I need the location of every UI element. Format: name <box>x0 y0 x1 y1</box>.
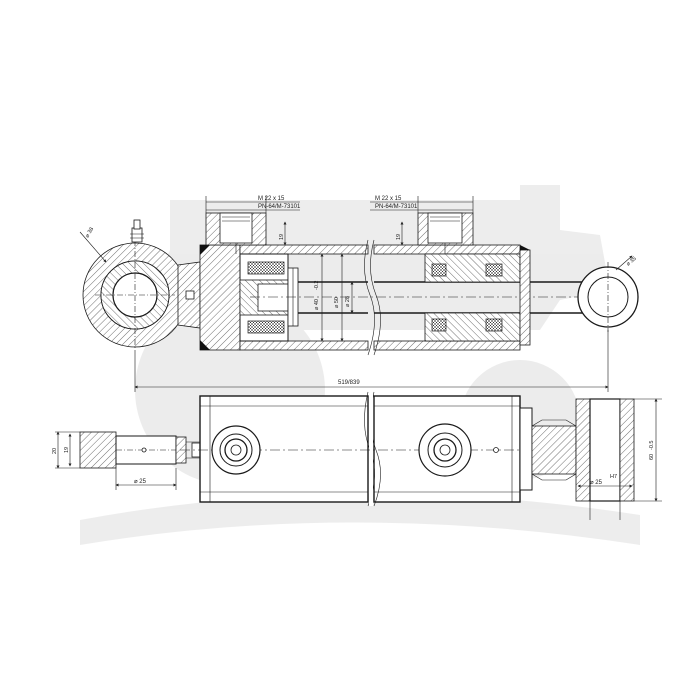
left-port-height: 19 <box>279 234 285 240</box>
cylinder-bottom-cap <box>199 244 241 351</box>
rod-gland <box>424 245 531 346</box>
right-pin-diameter: ⌀ 25 <box>590 480 603 486</box>
port-boss-right <box>417 212 474 254</box>
rod-eye-diameter: ⌀ 35 <box>625 256 637 268</box>
port-dimensions: M 22 x 15 PN-64/M-73101 19 M 22 x 15 PN-… <box>205 196 474 246</box>
right-port-standard: PN-64/M-73101 <box>375 204 418 210</box>
rod-diameter: ⌀ 28 <box>345 296 351 307</box>
port-top-left <box>211 425 261 475</box>
cylinder-barrel <box>239 239 521 356</box>
right-eye-width: 60 <box>649 454 655 460</box>
internal-diameter-dims: ⌀ 40 -0.2 ⌀ 50 ⌀ 28 <box>314 253 354 342</box>
piston <box>239 253 299 342</box>
right-port-height: 19 <box>396 234 402 240</box>
overall-length-dim: 519/839 <box>134 330 609 392</box>
left-pin-diameter: ⌀ 25 <box>134 479 147 485</box>
cylinder-section-view: ⌀ 38 <box>79 196 640 392</box>
overall-length: 519/839 <box>338 380 360 386</box>
bore-tolerance: -0.2 <box>314 281 320 290</box>
left-inner-height: 19 <box>64 447 70 453</box>
piston-inner-diameter: ⌀ 40 <box>314 299 320 310</box>
left-eye-diameter: ⌀ 38 <box>85 227 96 239</box>
left-port-thread: M 22 x 15 <box>258 196 285 202</box>
left-outer-height: 20 <box>52 448 58 454</box>
left-clevis-side: 20 19 ⌀ 25 <box>52 431 203 490</box>
right-port-thread: M 22 x 15 <box>375 196 402 202</box>
bore-diameter: ⌀ 50 <box>334 297 340 308</box>
pin-tolerance: H7 <box>610 474 617 480</box>
left-eye-section: ⌀ 38 <box>79 219 201 350</box>
right-eye-tolerance: -0.5 <box>649 441 655 450</box>
port-top-right <box>418 423 472 477</box>
left-port-standard: PN-64/M-73101 <box>258 204 301 210</box>
port-boss-left <box>205 212 267 254</box>
rod-eye-side: 60 -0.5 ⌀ 25 H7 <box>531 398 662 520</box>
cylinder-exterior-view: 20 19 ⌀ 25 <box>52 391 662 520</box>
rod-eye: ⌀ 35 <box>577 255 639 332</box>
